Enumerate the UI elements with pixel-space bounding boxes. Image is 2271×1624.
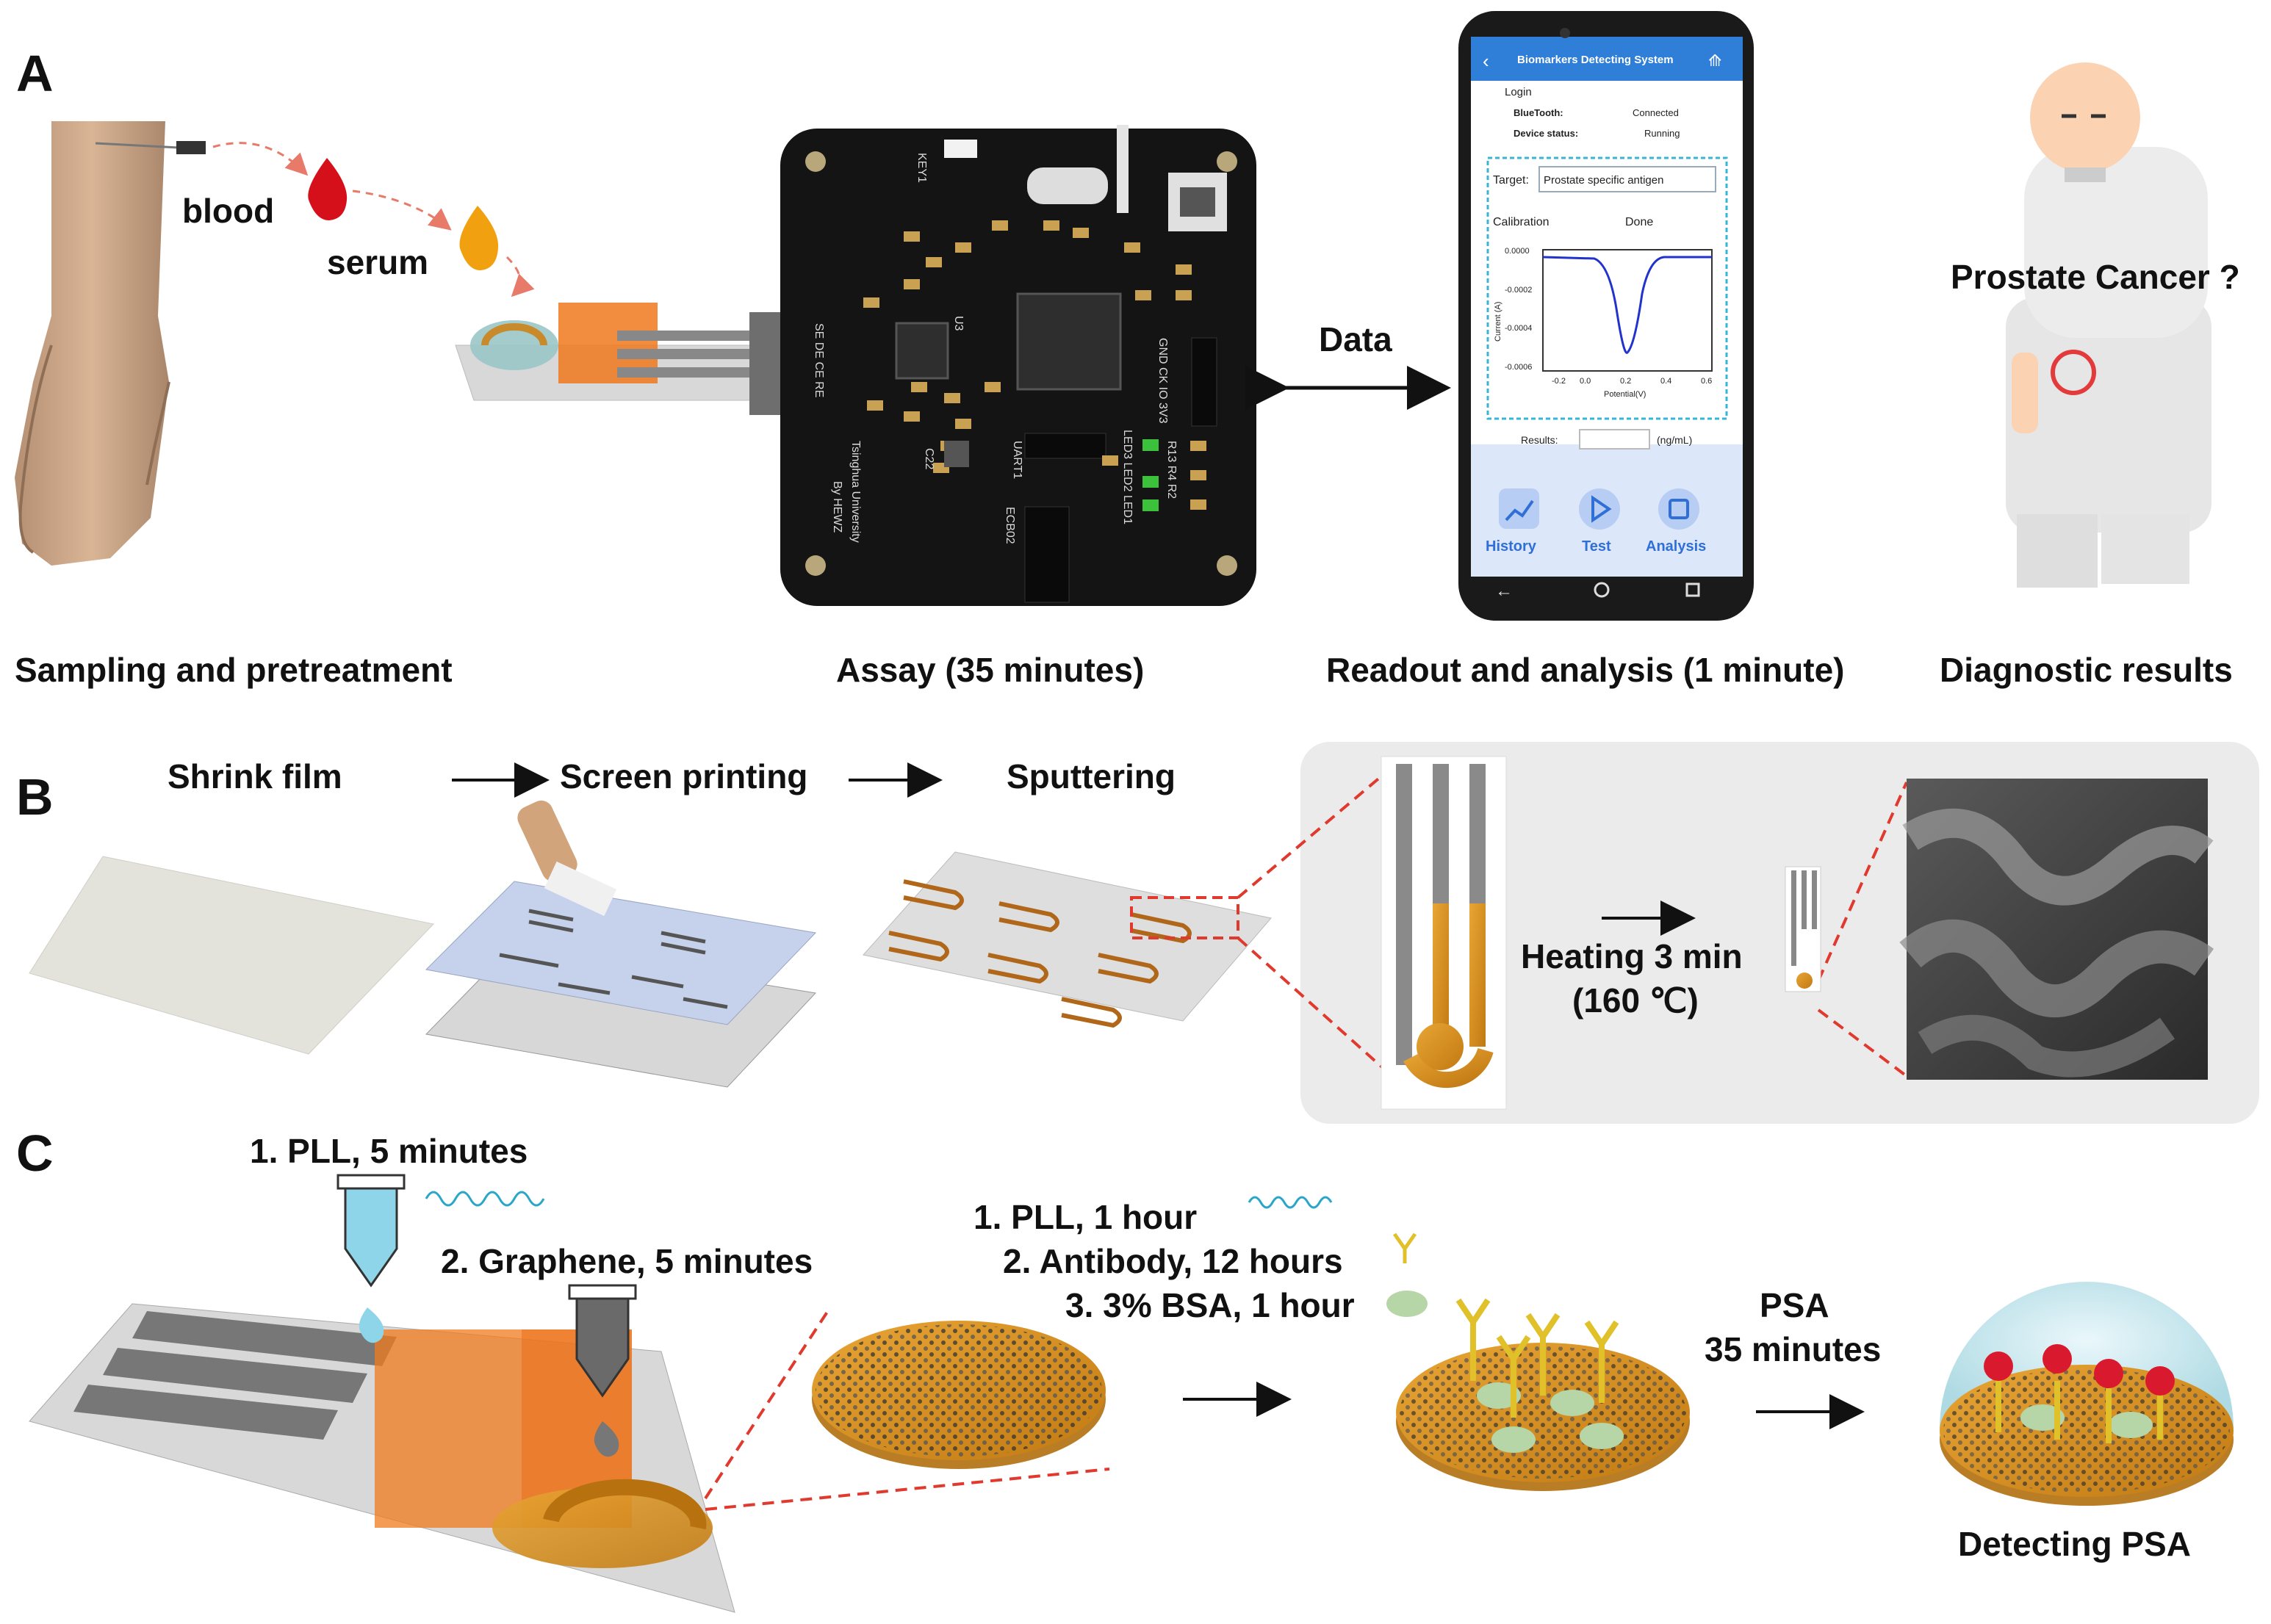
pcb-credit-1: Tsinghua University (849, 441, 862, 543)
step-sputtering: Sputtering (1007, 757, 1176, 795)
label-detecting-psa: Detecting PSA (1958, 1525, 2191, 1563)
psa-detection-disc (1940, 1282, 2234, 1506)
panel-letter-b: B (16, 768, 54, 826)
serum-label: serum (327, 243, 429, 281)
smartphone: ← (1458, 11, 1754, 621)
heating-line-1: Heating 3 min (1521, 937, 1743, 975)
pcb-silk-gnd: GND CK IO 3V3 (1156, 338, 1169, 424)
prostate-marker-icon (2051, 350, 2096, 395)
pipette-tube-pll (336, 1174, 406, 1343)
app-results-label: Results: (1521, 434, 1558, 446)
caption-results: Diagnostic results (1940, 651, 2233, 689)
app-x-axis-label: Potential(V) (1604, 390, 1646, 399)
app-y-tick-0: 0.0000 (1505, 247, 1530, 256)
caption-readout: Readout and analysis (1 minute) (1326, 651, 1845, 689)
electrode-in-connector (455, 303, 808, 415)
svg-text:←: ← (1495, 581, 1513, 601)
app-share-icon[interactable]: ⟰ (1708, 51, 1721, 70)
graphene-disc (812, 1321, 1106, 1469)
electrode-large (1381, 756, 1507, 1110)
antibody-icon (1392, 1233, 1417, 1263)
label-pll-5-min: 1. PLL, 5 minutes (250, 1132, 528, 1170)
app-nav-history[interactable]: History (1486, 538, 1537, 555)
pcb-silk-key1: KEY1 (915, 153, 928, 183)
pipette-tube-graphene (568, 1284, 637, 1457)
app-bluetooth-value: Connected (1633, 107, 1679, 118)
pll-squiggle-icon (425, 1191, 545, 1207)
app-target-select[interactable]: Prostate specific antigen (1544, 174, 1663, 187)
app-x-tick-2: 0.2 (1620, 377, 1631, 386)
pll-squiggle-icon-2 (1248, 1196, 1333, 1209)
app-x-tick-4: 0.6 (1701, 377, 1712, 386)
app-y-tick-3: -0.0006 (1505, 363, 1532, 372)
app-device-value: Running (1644, 128, 1680, 139)
label-step-bsa: 3. 3% BSA, 1 hour (1065, 1286, 1355, 1324)
step-shrink-film: Shrink film (168, 757, 342, 795)
step-screen-printing: Screen printing (560, 757, 808, 795)
screen-printing-stack (425, 800, 817, 1088)
shrink-film-sheet (29, 856, 434, 1055)
arm-illustration (15, 121, 206, 566)
label-step-pll-1h: 1. PLL, 1 hour (973, 1198, 1198, 1236)
label-psa: PSA (1760, 1286, 1829, 1324)
calibration-curve (1542, 256, 1712, 354)
app-y-tick-2: -0.0004 (1505, 324, 1532, 333)
app-nav-analysis[interactable]: Analysis (1646, 538, 1706, 555)
app-x-tick-0: -0.2 (1552, 377, 1566, 386)
antibody-disc (1396, 1298, 1690, 1491)
pcb-silk-c22: C22 (923, 448, 935, 469)
app-bluetooth-label: BlueTooth: (1514, 107, 1563, 118)
app-x-tick-1: 0.0 (1580, 377, 1591, 386)
sem-image (1899, 779, 2214, 1080)
blood-label: blood (182, 192, 275, 230)
caption-sampling: Sampling and pretreatment (15, 651, 453, 689)
app-calibration-label: Calibration (1493, 216, 1549, 228)
panel-letter-a: A (16, 45, 54, 102)
caption-assay: Assay (35 minutes) (836, 651, 1145, 689)
label-psa-time: 35 minutes (1705, 1330, 1882, 1368)
electrode-shrunk (1785, 866, 1821, 992)
bsa-icon (1386, 1291, 1428, 1317)
panel-letter-c: C (16, 1125, 54, 1182)
app-results-unit: (ng/mL) (1657, 434, 1692, 446)
heating-line-2: (160 ℃) (1572, 981, 1699, 1019)
app-login[interactable]: Login (1505, 86, 1532, 98)
app-y-tick-1: -0.0002 (1505, 286, 1532, 295)
label-step-antibody: 2. Antibody, 12 hours (1003, 1242, 1343, 1280)
pcb-silk-r13: R13 R4 R2 (1165, 441, 1178, 499)
blood-drop-icon (308, 158, 348, 220)
serum-drop-icon (459, 206, 499, 270)
pcb-silk-uart1: UART1 (1011, 441, 1023, 479)
app-device-label: Device status: (1514, 128, 1578, 139)
data-label: Data (1319, 320, 1392, 358)
app-nav-test[interactable]: Test (1582, 538, 1611, 555)
pcb-board (780, 125, 1256, 606)
app-header-title: Biomarkers Detecting System (1517, 54, 1674, 66)
app-target-label: Target: (1493, 174, 1529, 187)
label-graphene-5-min: 2. Graphene, 5 minutes (441, 1242, 813, 1280)
pcb-silk-ecb02: ECB02 (1004, 507, 1016, 544)
diagnosis-question: Prostate Cancer ? (1951, 258, 2240, 296)
pcb-silk-u3: U3 (952, 316, 965, 331)
patient-figure (2006, 62, 2211, 588)
pcb-silk-led: LED3 LED2 LED1 (1121, 430, 1134, 524)
pcb-silk-sede: SE DE CE RE (813, 323, 825, 397)
sputtered-sheet (863, 851, 1272, 1028)
pcb-credit-2: By HEWZ (831, 481, 843, 533)
app-y-axis-label: Current (A) (1494, 302, 1502, 342)
app-calibration-value: Done (1625, 216, 1653, 228)
app-x-tick-3: 0.4 (1660, 377, 1671, 386)
app-back-icon[interactable]: ‹ (1483, 50, 1489, 72)
